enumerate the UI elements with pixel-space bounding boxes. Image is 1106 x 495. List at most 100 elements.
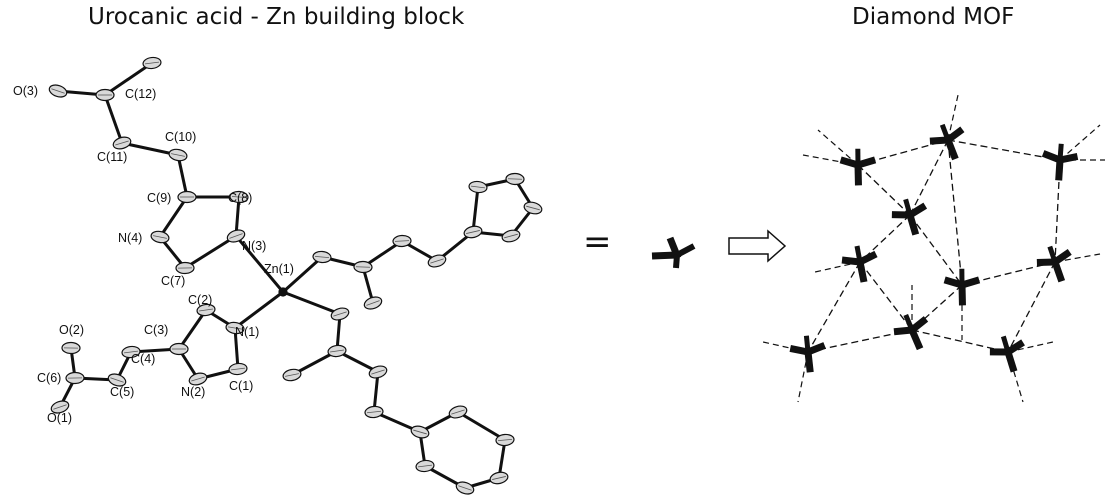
atom-shading-line [526, 205, 540, 211]
mof-link [909, 139, 949, 216]
atom-label-c5: C(5) [110, 385, 134, 399]
atom-shading-line [394, 240, 410, 242]
atom-label-c8: C(8) [228, 191, 252, 205]
bond-line [233, 290, 285, 330]
atom-shading-line [471, 185, 485, 189]
mof-dangling-link [947, 94, 959, 141]
atom-label-o2: O(2) [59, 323, 84, 337]
mof-dangling-link [814, 261, 861, 273]
mof-dangling-link [817, 129, 859, 166]
mof-node-icon [943, 268, 981, 306]
atom-shading-line [231, 367, 245, 371]
bond-line [234, 195, 241, 238]
atom-shading-line [229, 233, 243, 239]
atom-shading-line [413, 429, 427, 435]
atom-shading-line [153, 235, 167, 239]
atom-label-c6: C(6) [37, 371, 61, 385]
mof-dangling-link [1054, 253, 1101, 263]
mof-dangling-link [1059, 124, 1101, 161]
atom-shading-line [285, 373, 299, 377]
mof-node-icon [989, 335, 1025, 373]
atom-label-c12: C(12) [125, 87, 156, 101]
atom-shading-line [366, 300, 380, 306]
mof-dangling-link [1007, 341, 1054, 353]
bond-line [497, 438, 507, 480]
atom-label-n3: N(3) [242, 239, 266, 253]
bond-line [103, 61, 154, 97]
diagram-title-building-block: Urocanic acid - Zn building block [88, 4, 465, 30]
bond-line [158, 195, 189, 239]
mof-node-icon [789, 335, 826, 373]
mof-link [947, 139, 1061, 161]
bond-line [471, 185, 480, 234]
right-arrow-icon [728, 229, 787, 263]
mof-dangling-link [797, 351, 809, 403]
bond-line [103, 93, 124, 145]
molecule-bonds [56, 61, 535, 490]
mof-link [911, 329, 1009, 353]
diagram-title-diamond-mof: Diamond MOF [852, 4, 1015, 30]
atom-shading-line [199, 308, 213, 312]
atom-shading-line [228, 326, 242, 330]
atom-shading-line [371, 369, 385, 375]
atom-shading-line [124, 350, 138, 354]
atom-shading-line [330, 349, 344, 353]
atom-shading-line [333, 311, 347, 317]
atom-shading-line [145, 61, 159, 65]
mof-link [1007, 261, 1056, 353]
atom-label-c4: C(4) [131, 352, 155, 366]
atom-shading-line [492, 476, 506, 480]
bond-line [456, 410, 507, 442]
atom-shading-line [451, 409, 465, 415]
mof-dangling-link [1007, 351, 1024, 403]
atom-label-c9: C(9) [147, 191, 171, 205]
atom-shading-line [466, 230, 480, 234]
atom-label-n1: N(1) [235, 325, 259, 339]
mof-dangling-link [762, 341, 809, 353]
bond-line [233, 326, 240, 371]
bond-line [281, 255, 324, 294]
mof-node-icon [839, 148, 877, 186]
atom-shading-line [191, 376, 205, 382]
mof-node-icon [1041, 143, 1079, 181]
mof-link [807, 261, 861, 353]
mof-link [909, 214, 963, 286]
mof-node-icon [891, 198, 928, 236]
atom-label-n4: N(4) [118, 231, 142, 245]
equals-sign: = [583, 222, 612, 262]
mof-link [947, 139, 963, 286]
atom-shading-line [51, 88, 65, 94]
bond-line [372, 370, 380, 414]
mof-link [857, 164, 911, 216]
atom-ellipse [278, 287, 288, 297]
atom-label-c1: C(1) [229, 379, 253, 393]
atom-shading-line [110, 377, 124, 383]
mof-node-icon [893, 314, 929, 351]
atom-label-o1: O(1) [47, 411, 72, 425]
atom-label-c2: C(2) [188, 293, 212, 307]
mof-node-icon [1036, 245, 1072, 283]
diamond-mof-network [762, 94, 1105, 403]
atom-label-c7: C(7) [161, 274, 185, 288]
atom-label-o3: O(3) [13, 84, 38, 98]
atom-shading-line [366, 410, 382, 414]
tetrahedral-node-icon [651, 236, 696, 269]
atom-shading-line [430, 258, 444, 264]
atom-label-c11: C(11) [97, 150, 127, 164]
bond-line [176, 153, 189, 199]
atom-shading-line [458, 485, 472, 491]
atom-label-c10: C(10) [165, 130, 196, 144]
mof-node-icon [841, 245, 878, 283]
atom-shading-line [171, 153, 185, 157]
atom-labels: O(3) C(12) C(10) C(11) C(9) C(8) N(4) N(3) C(7) Z… [13, 84, 294, 425]
atom-shading-line [115, 140, 129, 146]
bond-line [177, 308, 208, 351]
atom-shading-line [418, 464, 432, 468]
molecule-atoms [48, 56, 543, 495]
atom-label-zn1: Zn(1) [264, 262, 294, 276]
mof-link [859, 261, 913, 331]
atom-shading-line [497, 438, 513, 442]
bond-line [281, 290, 342, 316]
atom-shading-line [231, 196, 247, 198]
